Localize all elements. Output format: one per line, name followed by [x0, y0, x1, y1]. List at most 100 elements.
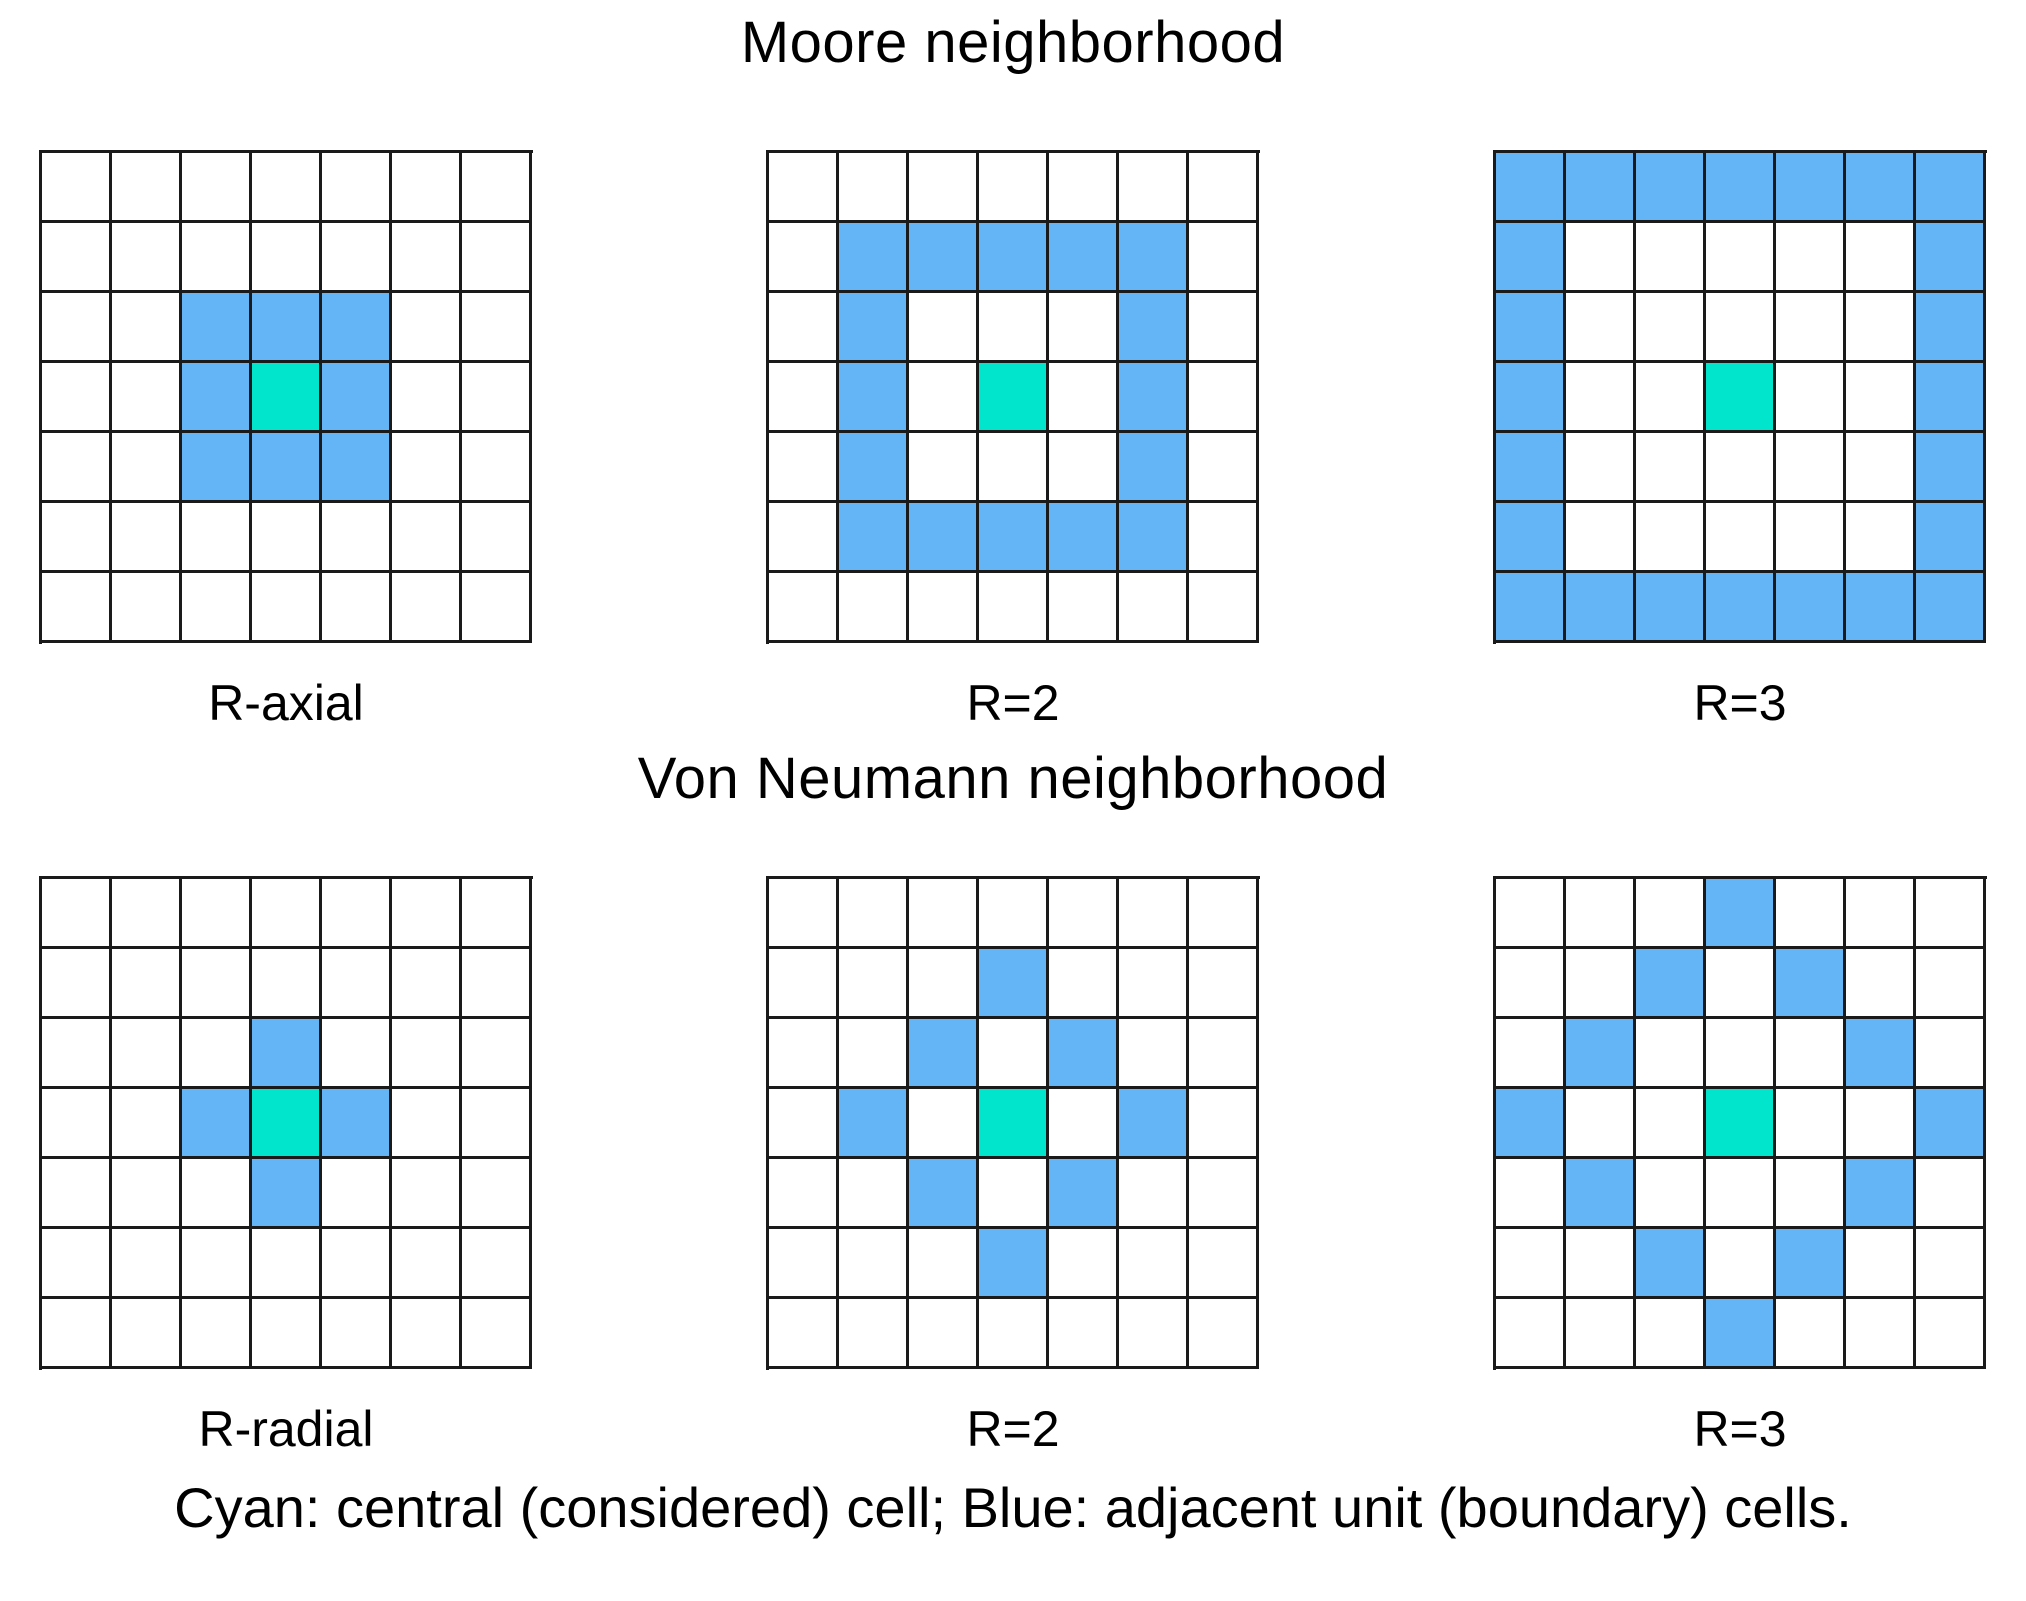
grid-cell[interactable] — [462, 1159, 532, 1229]
grid-cell[interactable] — [112, 363, 182, 433]
grid-cell[interactable] — [112, 1089, 182, 1159]
grid-cell[interactable] — [42, 153, 112, 223]
grid-cell[interactable] — [839, 879, 909, 949]
grid-cell[interactable] — [462, 153, 532, 223]
grid-cell[interactable] — [1049, 153, 1119, 223]
grid-cell[interactable] — [769, 503, 839, 573]
grid-cell[interactable] — [1636, 223, 1706, 293]
grid-cell[interactable] — [252, 1019, 322, 1089]
grid-cell[interactable] — [909, 1089, 979, 1159]
grid-cell[interactable] — [1119, 1159, 1189, 1229]
grid-cell[interactable] — [462, 503, 532, 573]
grid-cell[interactable] — [769, 223, 839, 293]
grid-cell[interactable] — [1706, 1229, 1776, 1299]
grid-cell[interactable] — [1496, 1229, 1566, 1299]
grid-cell[interactable] — [1776, 503, 1846, 573]
grid-cell[interactable] — [1566, 1159, 1636, 1229]
grid-cell[interactable] — [1189, 1159, 1259, 1229]
grid-cell[interactable] — [1916, 503, 1986, 573]
grid-cell[interactable] — [1189, 949, 1259, 1019]
grid-cell[interactable] — [909, 879, 979, 949]
grid-cell[interactable] — [839, 363, 909, 433]
grid-cell[interactable] — [392, 153, 462, 223]
grid-cell[interactable] — [462, 1089, 532, 1159]
grid-cell[interactable] — [1706, 503, 1776, 573]
grid-cell[interactable] — [392, 1089, 462, 1159]
grid-cell[interactable] — [979, 433, 1049, 503]
grid-cell[interactable] — [1566, 949, 1636, 1019]
grid-cell[interactable] — [1049, 1019, 1119, 1089]
grid-cell[interactable] — [182, 1229, 252, 1299]
grid-cell[interactable] — [182, 1159, 252, 1229]
grid-cell[interactable] — [839, 433, 909, 503]
grid-cell[interactable] — [979, 363, 1049, 433]
grid-cell[interactable] — [1566, 1089, 1636, 1159]
grid-cell[interactable] — [839, 503, 909, 573]
grid-cell[interactable] — [1706, 1089, 1776, 1159]
grid-cell[interactable] — [42, 503, 112, 573]
grid-cell[interactable] — [252, 363, 322, 433]
grid-cell[interactable] — [1706, 1159, 1776, 1229]
grid-cell[interactable] — [462, 949, 532, 1019]
grid-cell[interactable] — [1916, 573, 1986, 643]
grid-cell[interactable] — [252, 1159, 322, 1229]
grid-cell[interactable] — [769, 433, 839, 503]
grid-cell[interactable] — [769, 573, 839, 643]
grid-cell[interactable] — [979, 879, 1049, 949]
grid-cell[interactable] — [1049, 363, 1119, 433]
grid-cell[interactable] — [42, 1229, 112, 1299]
grid-cell[interactable] — [322, 1299, 392, 1369]
grid-cell[interactable] — [392, 573, 462, 643]
grid-cell[interactable] — [839, 1089, 909, 1159]
grid-cell[interactable] — [392, 1229, 462, 1299]
grid-cell[interactable] — [1496, 573, 1566, 643]
grid-cell[interactable] — [322, 363, 392, 433]
grid-cell[interactable] — [112, 293, 182, 363]
grid-cell[interactable] — [1846, 293, 1916, 363]
grid-cell[interactable] — [392, 363, 462, 433]
grid-cell[interactable] — [1636, 573, 1706, 643]
grid-cell[interactable] — [1846, 1089, 1916, 1159]
grid-cell[interactable] — [1636, 1089, 1706, 1159]
grid-cell[interactable] — [1846, 153, 1916, 223]
grid-cell[interactable] — [112, 573, 182, 643]
grid-cell[interactable] — [1776, 1229, 1846, 1299]
grid-cell[interactable] — [1189, 573, 1259, 643]
grid-cell[interactable] — [1049, 503, 1119, 573]
grid-cell[interactable] — [42, 293, 112, 363]
grid-cell[interactable] — [1776, 879, 1846, 949]
grid-cell[interactable] — [42, 1159, 112, 1229]
grid-cell[interactable] — [1636, 433, 1706, 503]
grid-cell[interactable] — [1496, 363, 1566, 433]
grid-cell[interactable] — [1189, 293, 1259, 363]
grid-cell[interactable] — [252, 433, 322, 503]
grid-cell[interactable] — [909, 949, 979, 1019]
grid-cell[interactable] — [1636, 879, 1706, 949]
grid-cell[interactable] — [979, 1229, 1049, 1299]
grid-cell[interactable] — [1119, 433, 1189, 503]
grid-cell[interactable] — [392, 949, 462, 1019]
grid-cell[interactable] — [1189, 433, 1259, 503]
grid-cell[interactable] — [252, 153, 322, 223]
grid-cell[interactable] — [1119, 879, 1189, 949]
grid-cell[interactable] — [462, 879, 532, 949]
grid-cell[interactable] — [1776, 433, 1846, 503]
grid-cell[interactable] — [392, 503, 462, 573]
grid-cell[interactable] — [182, 293, 252, 363]
grid-cell[interactable] — [1916, 949, 1986, 1019]
grid-cell[interactable] — [42, 1089, 112, 1159]
grid-cell[interactable] — [252, 949, 322, 1019]
grid-cell[interactable] — [322, 293, 392, 363]
grid-cell[interactable] — [322, 573, 392, 643]
grid-cell[interactable] — [1049, 573, 1119, 643]
grid-cell[interactable] — [839, 293, 909, 363]
grid-cell[interactable] — [182, 363, 252, 433]
grid-cell[interactable] — [1706, 433, 1776, 503]
grid-cell[interactable] — [112, 503, 182, 573]
grid-cell[interactable] — [392, 293, 462, 363]
grid-cell[interactable] — [979, 949, 1049, 1019]
grid-cell[interactable] — [1776, 1299, 1846, 1369]
grid-cell[interactable] — [462, 363, 532, 433]
grid-cell[interactable] — [1636, 293, 1706, 363]
grid-cell[interactable] — [322, 1229, 392, 1299]
